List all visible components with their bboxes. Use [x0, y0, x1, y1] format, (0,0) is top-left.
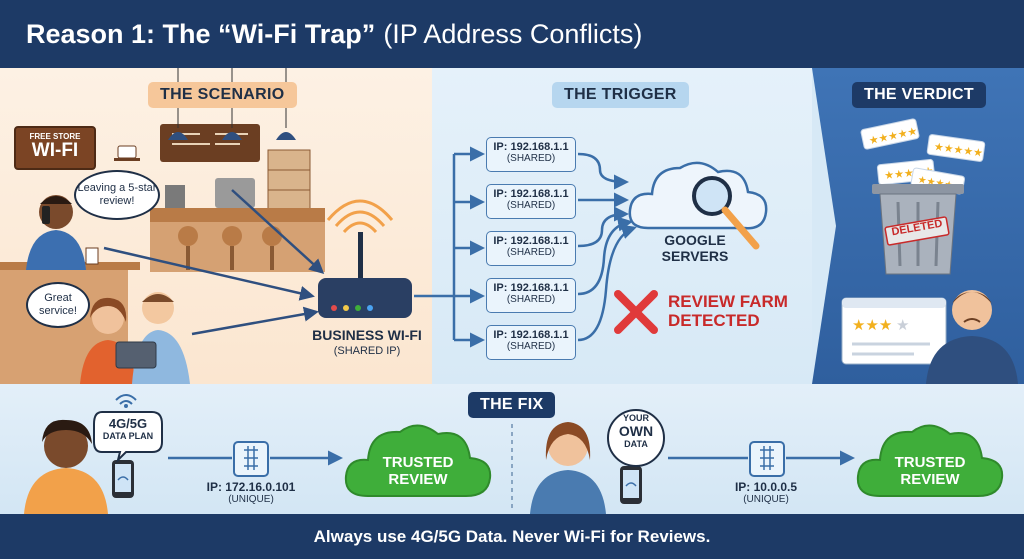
trusted-review-right: TRUSTED REVIEW — [880, 454, 980, 488]
svg-text:★★★: ★★★ — [852, 317, 892, 334]
server-line2: SERVERS — [661, 248, 729, 264]
fix-ip-note-right: (UNIQUE) — [743, 494, 789, 505]
speech-bubble-review: Leaving a 5-star review! — [74, 170, 160, 220]
ip-note: (SHARED) — [506, 341, 556, 352]
sad-owner — [926, 290, 1018, 384]
trusted-cloud-icon-right — [856, 424, 1004, 497]
ip-address: IP: 192.168.1.1 — [493, 329, 569, 341]
ip-box: IP: 192.168.1.1 (SHARED) — [486, 278, 576, 313]
title-rest: (IP Address Conflicts) — [383, 18, 643, 49]
router-icon — [318, 199, 412, 318]
customer-on-phone — [26, 195, 86, 270]
bubble-line1: 4G/5G — [108, 416, 148, 431]
ip-box: IP: 192.168.1.1 (SHARED) — [486, 137, 576, 172]
arrows-to-router — [103, 189, 325, 336]
fix-person-right — [530, 422, 606, 514]
review-farm-alert: REVIEW FARM DETECTED — [668, 292, 788, 330]
smartphone-icon-right — [620, 466, 642, 504]
trusted-cloud-icon-left — [344, 424, 492, 497]
ip-note: (SHARED) — [506, 247, 556, 258]
router-label: BUSINESS WI-FI — [312, 327, 422, 343]
section-label-fix: THE FIX — [468, 392, 556, 418]
ip-note: (SHARED) — [506, 153, 556, 164]
fix-person-left — [24, 419, 108, 514]
ip-address: IP: 192.168.1.1 — [493, 282, 569, 294]
magnifier-icon — [692, 176, 760, 250]
arrows-router-to-ips — [414, 146, 637, 348]
bubble-line1: YOUR — [622, 413, 649, 423]
fix-ip-right: IP: 10.0.0.5 — [734, 480, 798, 494]
cloud-line2: REVIEW — [388, 471, 448, 488]
cloud-line1: TRUSTED — [382, 454, 454, 471]
bubble-line2: DATA PLAN — [102, 431, 154, 441]
fix-ip-note-left: (UNIQUE) — [228, 494, 274, 505]
ip-note: (SHARED) — [506, 200, 556, 211]
fix-ip-left: IP: 172.16.0.101 — [206, 480, 296, 494]
fix-bubble-right — [607, 409, 665, 467]
fix-bubble-left — [93, 411, 163, 464]
google-servers-label: GOOGLE SERVERS — [650, 232, 740, 264]
chevron-divider — [812, 68, 836, 384]
fix-bubble-left-text: 4G/5G DATA PLAN — [96, 416, 160, 441]
cloud-line2: REVIEW — [900, 471, 960, 488]
chip-icon-left — [233, 441, 269, 477]
customer-couple — [80, 292, 190, 384]
review-cards-icon: ★★★★★ ★★★★★ ★★★★★ ★★★★ — [860, 118, 986, 195]
ip-note: (SHARED) — [506, 294, 556, 305]
red-x-icon — [614, 290, 658, 334]
fix-bubble-right-text: YOUR OWN DATA — [610, 412, 662, 451]
trash-bin-icon — [872, 184, 964, 275]
section-label-scenario: THE SCENARIO — [148, 82, 297, 108]
bubble-line3: DATA — [624, 439, 648, 449]
server-line1: GOOGLE — [664, 232, 726, 248]
alert-line1: REVIEW FARM — [668, 292, 788, 311]
speech-bubble-service: Great service! — [26, 282, 90, 328]
bubble-line2: OWN — [618, 423, 654, 439]
ip-box: IP: 192.168.1.1 (SHARED) — [486, 184, 576, 219]
title-bar: Reason 1: The “Wi-Fi Trap” (IP Address C… — [0, 0, 1024, 68]
router-sublabel: (SHARED IP) — [333, 345, 401, 357]
smartphone-icon — [112, 460, 134, 498]
sign-line1: FREE STORE — [29, 132, 81, 141]
coffee-cup-icon — [85, 145, 140, 265]
chip-icon-right — [749, 441, 785, 477]
svg-text:★: ★ — [896, 317, 909, 334]
trusted-review-left: TRUSTED REVIEW — [368, 454, 468, 488]
ip-box: IP: 192.168.1.1 (SHARED) — [486, 231, 576, 266]
alert-line2: DETECTED — [668, 311, 760, 330]
footer-banner: Always use 4G/5G Data. Never Wi-Fi for R… — [0, 514, 1024, 559]
wifi-sign: FREE STORE WI-FI — [14, 126, 96, 170]
review-window-icon: ★★★ ★ — [841, 297, 947, 365]
section-label-trigger: THE TRIGGER — [552, 82, 689, 108]
ip-box: IP: 192.168.1.1 (SHARED) — [486, 325, 576, 360]
cloud-line1: TRUSTED — [894, 454, 966, 471]
ip-address: IP: 192.168.1.1 — [493, 188, 569, 200]
signal-icon — [115, 394, 137, 408]
ip-address: IP: 192.168.1.1 — [493, 235, 569, 247]
sign-line2: WI-FI — [31, 140, 79, 161]
section-label-verdict: THE VERDICT — [852, 82, 986, 108]
ip-address: IP: 192.168.1.1 — [493, 141, 569, 153]
title-bold: Reason 1: The “Wi-Fi Trap” — [26, 18, 376, 49]
